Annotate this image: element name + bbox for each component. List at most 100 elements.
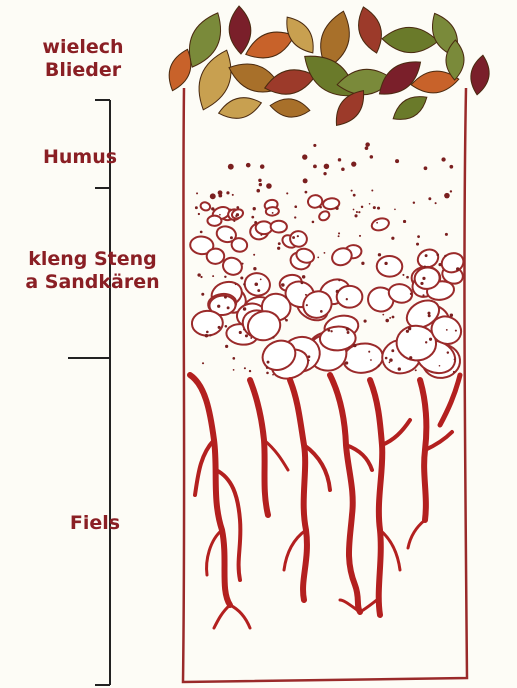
sand-grain (338, 279, 340, 281)
sand-grain (256, 189, 260, 193)
humus-dot (313, 144, 316, 147)
sand-grain (305, 191, 308, 194)
pebble (206, 248, 224, 264)
sand-grain (260, 234, 262, 236)
sand-grain (243, 283, 245, 285)
leaf (381, 26, 438, 54)
sand-grain (306, 304, 308, 306)
sand-grain (249, 370, 251, 372)
sand-grain (244, 367, 246, 369)
stones-and-sand (189, 194, 466, 383)
sand-grain (266, 366, 268, 368)
sand-grain (351, 190, 353, 192)
sand-grain (447, 351, 449, 353)
humus-dot (395, 159, 399, 163)
sand-grain (233, 220, 235, 222)
humus-dot (338, 158, 341, 161)
sand-grain (415, 369, 417, 371)
sand-grain (294, 216, 296, 218)
sand-grain (286, 192, 288, 194)
sand-grain (230, 236, 233, 239)
sand-grain (251, 216, 254, 219)
sand-grain (428, 314, 431, 317)
humus-dot (210, 193, 216, 199)
humus-dot (444, 193, 450, 199)
sand-grain (384, 262, 387, 265)
sand-grain (368, 351, 370, 353)
sand-grain (195, 206, 198, 209)
sand-grain (308, 359, 310, 361)
sand-grain (439, 365, 441, 367)
sand-grain (422, 294, 424, 296)
sand-grain (424, 265, 426, 267)
sand-grain (202, 362, 204, 364)
sand-grain (455, 330, 457, 332)
sand-grain (224, 276, 226, 278)
sand-grain (272, 336, 274, 338)
sand-grain (272, 212, 274, 214)
humus-dot (303, 178, 308, 183)
sand-grain (241, 263, 243, 265)
sand-grain (389, 358, 393, 362)
humus-dot (258, 179, 261, 182)
humus-dot (266, 183, 272, 189)
humus-dot (324, 164, 330, 170)
sand-grain (353, 344, 357, 348)
sand-grain (361, 206, 363, 208)
sand-grain (354, 214, 357, 217)
humus-dot (246, 163, 251, 168)
sand-grain (206, 331, 209, 334)
sand-grain (338, 235, 340, 237)
sand-grain (416, 243, 419, 246)
sand-grain (378, 253, 381, 256)
sand-grain (454, 358, 456, 360)
sand-grain (358, 211, 360, 213)
humus-dot (302, 154, 307, 159)
sand-grain (243, 307, 246, 310)
label-line: a Sandkären (25, 271, 159, 293)
sand-grain (369, 203, 371, 205)
sand-grain (420, 282, 423, 285)
sand-grain (373, 206, 376, 209)
sand-grain (330, 330, 332, 332)
leaf (269, 97, 311, 120)
humus-dot (259, 183, 262, 186)
leaf (388, 90, 431, 127)
sand-grain (402, 274, 404, 276)
sand-grain (359, 235, 361, 237)
sand-grain (356, 211, 358, 213)
sand-grain (278, 242, 281, 245)
humus-dot (341, 167, 345, 171)
sand-grain (197, 273, 200, 276)
label-line: Blieder (45, 59, 121, 81)
humus-dot (365, 146, 369, 150)
sand-grain (345, 361, 348, 364)
sand-grain (240, 276, 243, 279)
label-humus: Humus (10, 146, 150, 169)
sand-grain (211, 207, 214, 210)
sand-grain (224, 296, 227, 299)
label-fiels: Fiels (50, 512, 140, 535)
sand-grain (281, 283, 284, 286)
sand-grain (292, 236, 295, 239)
sand-grain (254, 221, 257, 224)
leaf (216, 93, 263, 123)
sand-grain (233, 369, 235, 371)
humus-particles (210, 142, 453, 199)
sand-grain (232, 357, 235, 360)
pebble (318, 210, 331, 223)
sand-grain (417, 235, 420, 238)
sand-grain (225, 345, 228, 348)
sand-grain (364, 320, 367, 323)
pebble (319, 326, 356, 351)
sand-grain (266, 372, 269, 375)
humus-dot (351, 161, 356, 166)
sand-grain (218, 326, 221, 329)
sand-grain (413, 201, 415, 203)
sand-grain (200, 276, 202, 278)
sand-grain (385, 357, 388, 360)
humus-dot (218, 194, 222, 198)
sand-grain (450, 313, 453, 316)
sand-grain (410, 293, 412, 295)
humus-dot (424, 166, 428, 170)
